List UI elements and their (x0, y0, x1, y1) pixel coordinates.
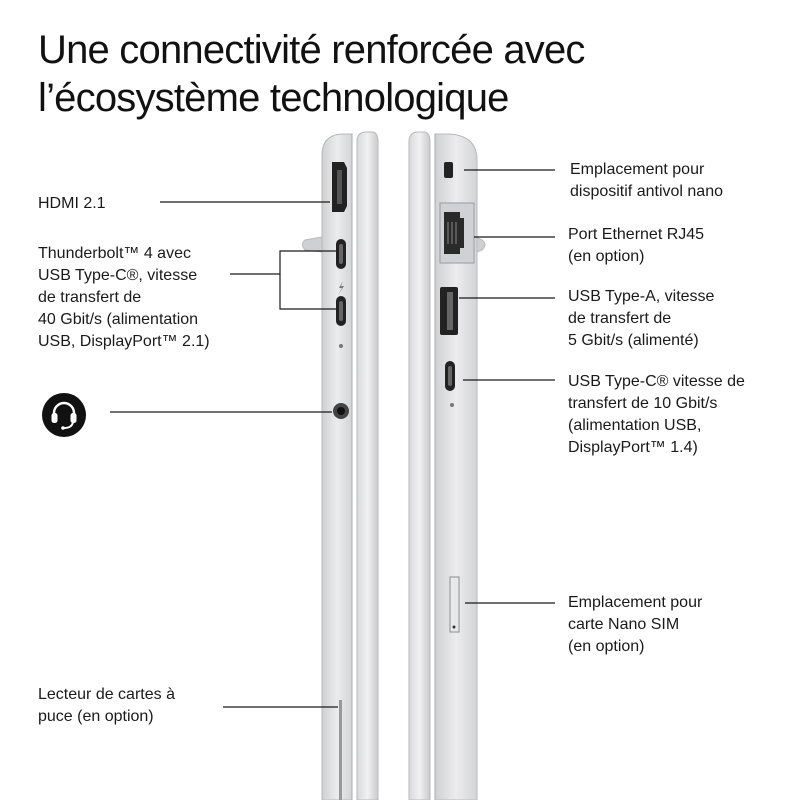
left-foot (302, 236, 323, 253)
page-title: Une connectivité renforcée avec l’écosys… (38, 26, 778, 122)
sim-label-line: (en option) (568, 638, 645, 655)
hdmi-port-inner (337, 170, 342, 204)
usba-label: USB Type-A, vitesse de transfert de 5 Gb… (568, 286, 714, 352)
title-line-2: l’écosystème technologique (38, 76, 509, 120)
thunderbolt-label-line: Thunderbolt™ 4 avec (38, 245, 191, 262)
sim-label-line: carte Nano SIM (568, 616, 680, 633)
sim-slot (449, 576, 460, 633)
usb-c-port-inner (448, 366, 452, 386)
status-led (339, 344, 343, 348)
ethernet-label: Port Ethernet RJ45 (en option) (568, 224, 704, 268)
usbc-label-line: (alimentation USB, (568, 417, 702, 434)
title-line-1: Une connectivité renforcée avec (38, 28, 585, 72)
usba-label-line: de transfert de (568, 310, 672, 327)
leader-lines (110, 169, 555, 708)
headset-icon (42, 393, 86, 437)
thunderbolt-label-line: USB, DisplayPort™ 2.1) (38, 333, 210, 350)
thunderbolt-label-line: 40 Gbit/s (alimentation (38, 311, 199, 328)
thunderbolt-leader-1 (230, 250, 336, 275)
audio-jack-inner (337, 407, 345, 415)
usbc-label: USB Type-C® vitesse de transfert de 10 G… (568, 371, 745, 459)
lock-label: Emplacement pour dispositif antivol nano (570, 159, 723, 203)
sim-label-line: Emplacement pour (568, 594, 703, 611)
ethernet-label-line: Port Ethernet RJ45 (568, 226, 705, 243)
sim-label: Emplacement pour carte Nano SIM (en opti… (568, 592, 702, 658)
usbc-label-line: USB Type-C® vitesse de (568, 373, 745, 390)
usbc-label-line: transfert de 10 Gbit/s (568, 395, 718, 412)
thunderbolt-label: Thunderbolt™ 4 avec USB Type-C®, vitesse… (38, 243, 210, 353)
status-led (450, 403, 454, 407)
smartcard-label-line: Lecteur de cartes à (38, 686, 175, 703)
lock-slot (444, 162, 453, 178)
thunderbolt-leader-2 (279, 274, 336, 310)
left-lid (356, 131, 379, 800)
hdmi-label-line: HDMI 2.1 (38, 195, 106, 212)
smartcard-label-line: puce (en option) (38, 708, 154, 725)
thunderbolt-icon (338, 281, 344, 295)
ethernet-port (444, 212, 464, 254)
lock-label-line: Emplacement pour (570, 161, 705, 178)
sim-eject-hole (452, 625, 456, 629)
thunderbolt-label-line: USB Type-C®, vitesse (38, 267, 198, 284)
left-base-chassis (321, 133, 353, 800)
hdmi-label: HDMI 2.1 (38, 193, 106, 215)
thunderbolt-port-2-inner (339, 301, 343, 321)
usba-label-line: 5 Gbit/s (alimenté) (568, 332, 699, 349)
usba-label-line: USB Type-A, vitesse (568, 288, 715, 305)
thunderbolt-port-1-inner (339, 244, 343, 264)
smartcard-label: Lecteur de cartes à puce (en option) (38, 684, 175, 728)
lock-label-line: dispositif antivol nano (570, 183, 723, 200)
ethernet-label-line: (en option) (568, 248, 645, 265)
usb-a-port-inner (447, 292, 453, 330)
right-laptop (408, 131, 486, 800)
left-laptop (302, 131, 379, 800)
smartcard-slot (339, 700, 342, 800)
usbc-label-line: DisplayPort™ 1.4) (568, 439, 698, 456)
right-lid (408, 131, 431, 800)
thunderbolt-label-line: de transfert de (38, 289, 142, 306)
right-foot (476, 236, 486, 253)
